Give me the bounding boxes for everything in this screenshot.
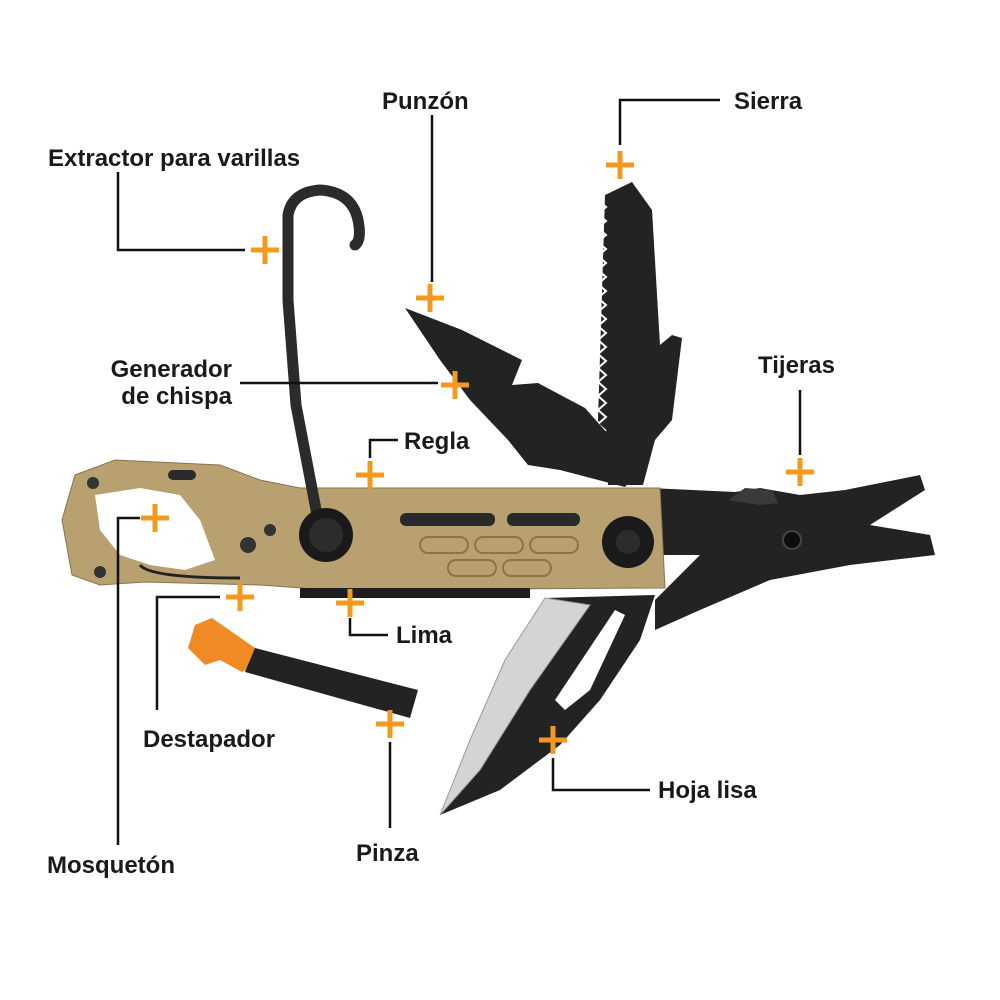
callout-extractor-leader bbox=[116, 172, 245, 252]
callout-mosqueton-plus-icon bbox=[141, 504, 169, 532]
callout-lima-leader bbox=[348, 618, 388, 637]
rivet-icon bbox=[87, 477, 99, 489]
callout-sierra-plus-icon bbox=[606, 151, 634, 179]
callout-pinza-plus-icon bbox=[376, 710, 404, 738]
callout-destapador-plus-icon bbox=[226, 583, 254, 611]
callout-punzon-label: Punzón bbox=[382, 88, 469, 115]
ferro-rod bbox=[188, 618, 418, 718]
callout-extractor-plus-icon bbox=[251, 236, 279, 264]
callout-destapador-label: Destapador bbox=[143, 726, 276, 753]
rod-hook bbox=[282, 184, 365, 526]
callout-extractor-label: Extractor para varillas bbox=[48, 145, 301, 172]
callout-tijeras-plus-icon bbox=[786, 458, 814, 486]
callout-lima-plus-icon bbox=[336, 589, 364, 617]
callout-hoja-label: Hoja lisa bbox=[658, 777, 757, 804]
callout-destapador-leader bbox=[155, 595, 220, 710]
callout-hoja-plus-icon bbox=[539, 726, 567, 754]
callout-generador-plus-icon bbox=[441, 371, 469, 399]
callout-mosqueton-label: Mosquetón bbox=[47, 852, 175, 879]
callout-punzon-plus-icon bbox=[416, 284, 444, 312]
callout-tijeras-label: Tijeras bbox=[758, 352, 835, 379]
callout-pinza-label: Pinza bbox=[356, 840, 419, 867]
callout-lima-label: Lima bbox=[396, 622, 453, 649]
handle bbox=[61, 459, 666, 598]
scissors bbox=[650, 475, 935, 630]
callout-regla-label: Regla bbox=[404, 428, 470, 455]
saw-blade bbox=[596, 182, 682, 485]
callout-regla-leader bbox=[368, 438, 398, 458]
scissor-pivot-icon bbox=[782, 530, 802, 550]
callout-sierra-label: Sierra bbox=[734, 88, 803, 115]
callout-generador-label: Generador de chispa bbox=[110, 356, 232, 410]
callout-hoja-leader bbox=[551, 758, 650, 792]
callout-sierra-leader bbox=[618, 98, 720, 145]
rivet-icon bbox=[94, 566, 106, 578]
callout-regla-plus-icon bbox=[356, 461, 384, 489]
awl-blade bbox=[405, 308, 640, 487]
callout-mosqueton-leader bbox=[116, 516, 140, 845]
plain-blade bbox=[439, 595, 655, 816]
